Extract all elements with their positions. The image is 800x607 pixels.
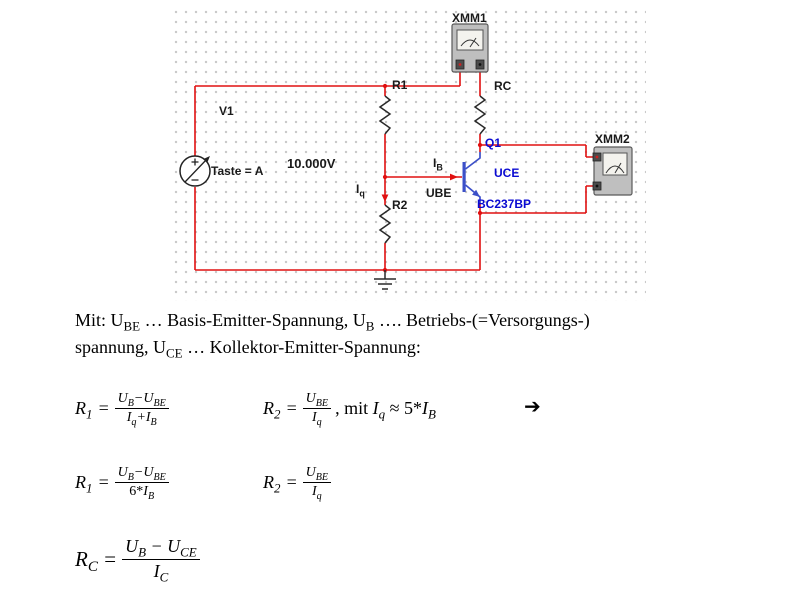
formula-r1-simplified: R1 = UB−UBE 6*IB — [75, 461, 169, 503]
v1-label: V1 — [219, 104, 234, 118]
v1-voltage-value: 10.000V — [287, 156, 336, 171]
iq-current-label: Iq — [356, 182, 365, 199]
rc-label: RC — [494, 79, 512, 93]
formula-lhs: R1 — [75, 471, 93, 496]
equals-sign: = — [102, 546, 118, 571]
resistor-r1-symbol — [378, 95, 392, 135]
ib-subscript: B — [436, 162, 443, 173]
transistor-q1-symbol — [462, 152, 481, 204]
v1-key-label: Taste = A — [211, 164, 264, 178]
note-seg: …. Betriebs-(=Versorgungs-) — [374, 310, 590, 330]
formula-lhs: R1 — [75, 397, 93, 422]
q1-label: Q1 — [485, 136, 502, 150]
explanation-text: Mit: UBE … Basis-Emitter-Spannung, UB ….… — [75, 307, 590, 361]
formula-r2-simplified: R2 = UBE Iq — [263, 461, 332, 503]
note-subscript: BE — [123, 318, 141, 334]
note-line-2: spannung, UCE … Kollektor-Emitter-Spannu… — [75, 334, 590, 361]
iq-current-arrow-icon — [381, 194, 389, 202]
resistor-rc-symbol — [473, 95, 487, 135]
resistor-r2-symbol — [378, 204, 392, 244]
fraction: UB−UBE Iq+IB — [114, 390, 169, 427]
formula-lhs: R2 — [263, 471, 281, 496]
xmm1-label: XMM1 — [452, 11, 487, 25]
ib-symbol: I — [433, 156, 437, 170]
note-subscript: CE — [166, 345, 183, 361]
fraction: UBE Iq — [302, 464, 332, 501]
voltage-source-v1-symbol — [179, 155, 211, 187]
formula-r2-general: R2 = UBE Iq , mit Iq ≈ 5*IB — [263, 387, 436, 429]
equals-sign: = — [97, 397, 110, 418]
ube-net-label: UBE — [426, 186, 452, 200]
wires — [194, 70, 593, 273]
ground-symbol — [374, 270, 396, 290]
note-seg: … Kollektor-Emitter-Spannung: — [182, 337, 421, 357]
ib-current-arrow-icon — [450, 173, 458, 181]
fraction: UB−UBE 6*IB — [114, 464, 169, 501]
schematic-grid-area — [168, 4, 646, 301]
iq-subscript: q — [359, 188, 365, 199]
formula-rc: RC = UB − UCE IC — [75, 531, 200, 587]
xmm2-label: XMM2 — [595, 132, 630, 146]
iq-symbol: I — [356, 182, 360, 196]
formula-lhs: RC — [75, 546, 98, 575]
equals-sign: = — [285, 471, 298, 492]
equals-sign: = — [285, 397, 298, 418]
equals-sign: = — [97, 471, 110, 492]
note-seg: Mit: U — [75, 310, 124, 330]
note-line-1: Mit: UBE … Basis-Emitter-Spannung, UB ….… — [75, 307, 590, 334]
formula-condition: , mit Iq ≈ 5*IB — [335, 397, 436, 422]
uce-net-label: UCE — [494, 166, 520, 180]
implies-arrow-icon: ➔ — [524, 394, 541, 418]
note-seg: spannung, U — [75, 337, 166, 357]
formula-r1-general: R1 = UB−UBE Iq+IB — [75, 387, 169, 429]
fraction: UB − UCE IC — [122, 535, 200, 583]
multimeter-xmm1-icon — [451, 23, 489, 73]
fraction: UBE Iq — [302, 390, 332, 427]
formula-lhs: R2 — [263, 397, 281, 422]
note-subscript: B — [365, 318, 375, 334]
transistor-part-label: BC237BP — [477, 197, 532, 211]
note-seg: … Basis-Emitter-Spannung, U — [140, 310, 366, 330]
multimeter-xmm2-icon — [592, 146, 633, 196]
r1-label: R1 — [392, 78, 408, 92]
ib-current-label: IB — [433, 156, 443, 173]
r2-label: R2 — [392, 198, 408, 212]
